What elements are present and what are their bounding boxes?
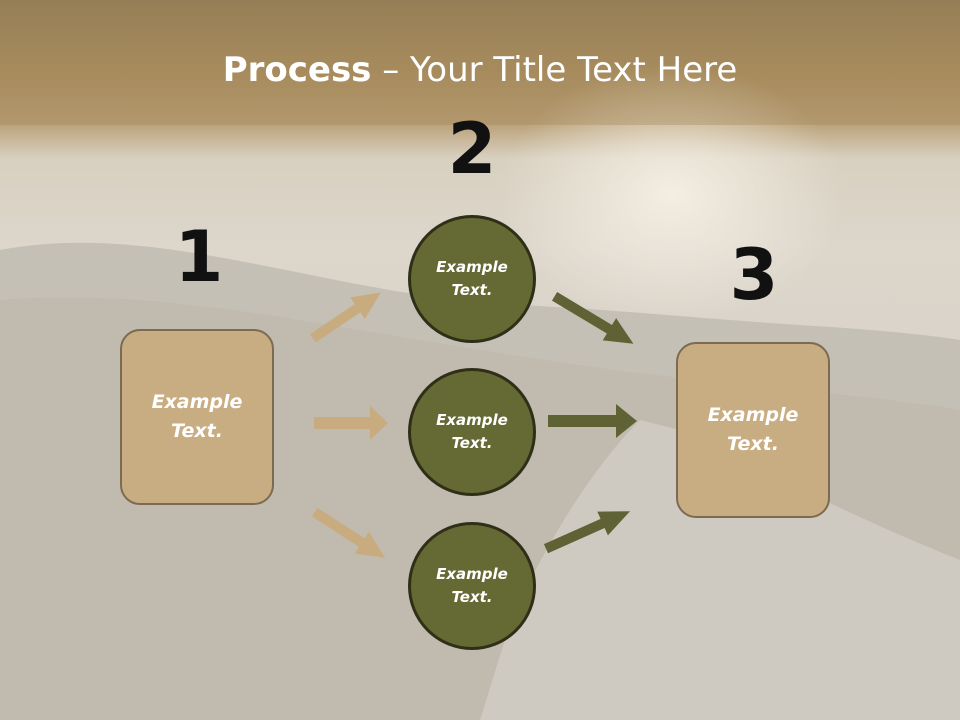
title-bold: Process [222,50,372,90]
left-step-box: Example Text. [120,329,274,505]
arrow-top-to-right [551,292,634,344]
title-rest: – Your Title Text Here [371,50,738,90]
right-step-box: Example Text. [676,342,830,518]
arrow-left-to-bottom [312,507,386,558]
arrow-left-to-top [310,292,381,343]
left-box-text: Example Text. [151,391,243,442]
step-number-2: 2 [447,108,497,190]
right-box-text: Example Text. [707,404,799,455]
circle-bottom-text: Example Text. [436,565,508,606]
circle-middle-text: Example Text. [436,411,508,452]
step-number-1: 1 [174,216,224,298]
circle-top: Example Text. [408,215,536,343]
arrow-middle-to-right [548,404,637,438]
slide-title: Process – Your Title Text Here [0,50,960,90]
arrow-left-to-middle [314,406,388,440]
step-number-3: 3 [729,234,779,316]
circle-top-text: Example Text. [436,258,508,299]
arrow-bottom-to-right [543,511,631,554]
circle-middle: Example Text. [408,368,536,496]
circle-bottom: Example Text. [408,522,536,650]
